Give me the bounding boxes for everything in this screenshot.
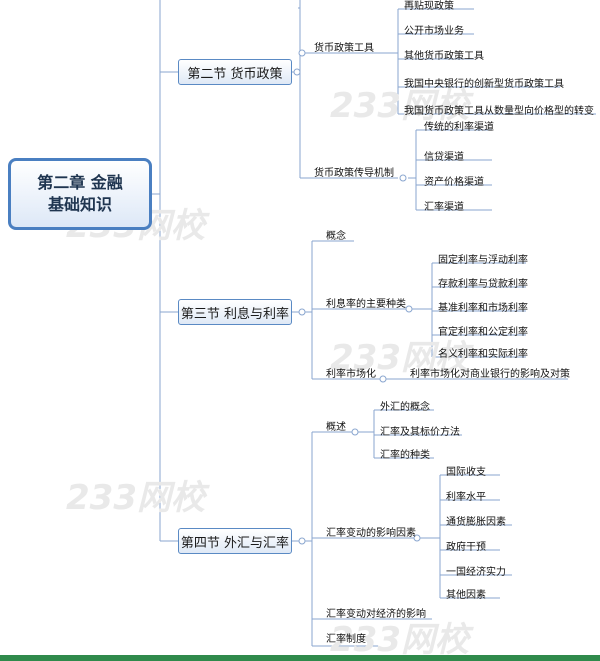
node-type-5: 名义利率和实际利率 <box>438 349 528 360</box>
node-trans-3: 资产价格渠道 <box>424 177 484 188</box>
node-tool-2: 公开市场业务 <box>404 26 464 37</box>
watermark: 233网校 <box>330 338 469 378</box>
node-type-1: 固定利率与浮动利率 <box>438 255 528 266</box>
node-f-3: 通货膨胀因素 <box>446 517 506 528</box>
node-trans-4: 汇率渠道 <box>424 202 464 213</box>
node-f-5: 一国经济实力 <box>446 567 506 578</box>
node-factors: 汇率变动的影响因素 <box>326 528 416 539</box>
node-f-1: 国际收支 <box>446 467 486 478</box>
node-type-4: 官定利率和公定利率 <box>438 327 528 338</box>
node-f-2: 利率水平 <box>446 492 486 503</box>
node-impact: 汇率变动对经济的影响 <box>326 609 426 620</box>
watermark: 233网校 <box>330 86 469 126</box>
node-marketization: 利率市场化 <box>326 369 376 380</box>
section-monetary-policy: 第二节 货币政策 <box>178 59 292 85</box>
node-tool-3: 其他货币政策工具 <box>404 51 484 62</box>
node-concept: 概念 <box>326 231 346 242</box>
node-monetary-tools: 货币政策工具 <box>314 43 374 54</box>
section-interest-rate: 第三节 利息与利率 <box>178 299 292 325</box>
node-tool-5: 我国货币政策工具从数量型向价格型的转变 <box>404 106 594 117</box>
node-overview: 概述 <box>326 422 346 433</box>
node-trans-2: 信贷渠道 <box>424 152 464 163</box>
node-f-4: 政府干预 <box>446 542 486 553</box>
node-transmission: 货币政策传导机制 <box>314 168 394 179</box>
node-ov-2: 汇率及其标价方法 <box>380 427 460 438</box>
node-tool-4: 我国中央银行的创新型货币政策工具 <box>404 79 564 90</box>
node-tool-1: 再贴现政策 <box>404 1 454 12</box>
node-trans-1: 传统的利率渠道 <box>424 122 494 133</box>
node-ov-3: 汇率的种类 <box>380 450 430 461</box>
node-market-1: 利率市场化对商业银行的影响及对策 <box>410 369 570 380</box>
footer-bar <box>0 655 600 661</box>
node-type-3: 基准利率和市场利率 <box>438 303 528 314</box>
node-type-2: 存款利率与贷款利率 <box>438 279 528 290</box>
watermark: 233网校 <box>330 620 469 660</box>
node-system: 汇率制度 <box>326 634 366 645</box>
section-forex: 第四节 外汇与汇率 <box>178 528 292 554</box>
node-f-6: 其他因素 <box>446 590 486 601</box>
node-ov-1: 外汇的概念 <box>380 402 430 413</box>
root-node: 第二章 金融 基础知识 <box>8 158 152 230</box>
node-rate-types: 利息率的主要种类 <box>326 299 406 310</box>
watermark: 233网校 <box>66 478 205 518</box>
